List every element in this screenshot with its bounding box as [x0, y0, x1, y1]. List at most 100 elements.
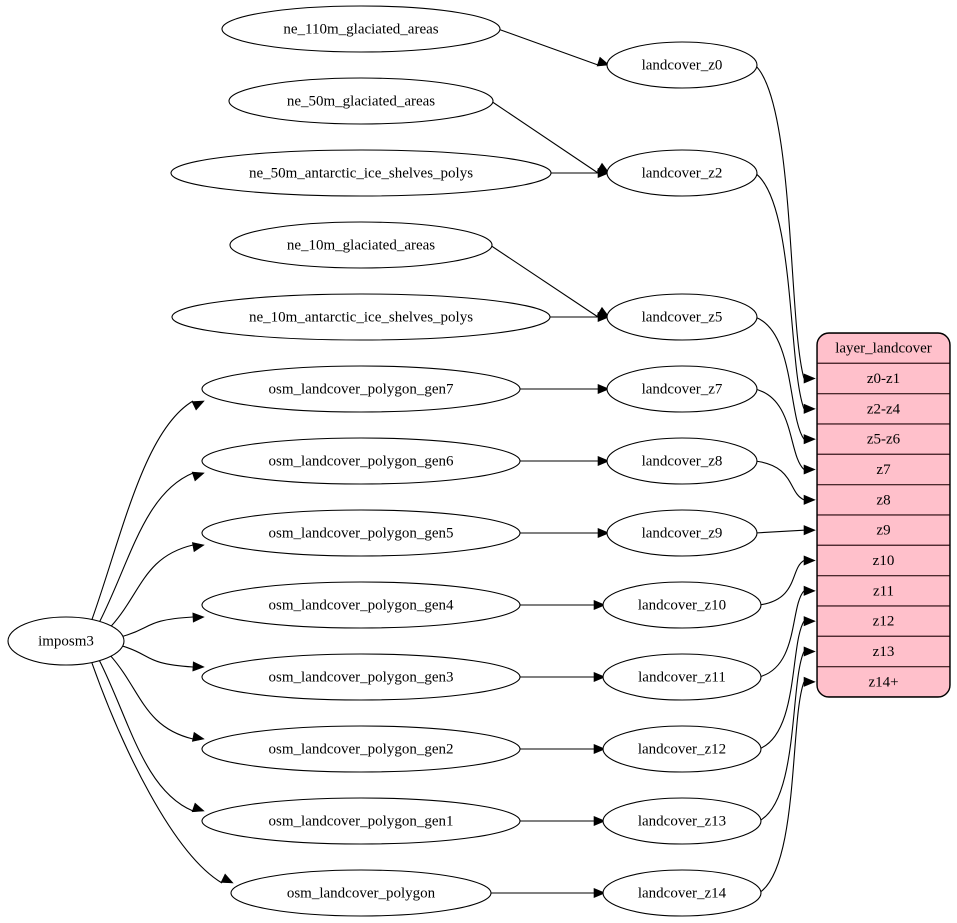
table-row-z12[interactable] [817, 605, 950, 637]
edge-arrowhead [803, 676, 816, 687]
input-node-ellipse [201, 725, 521, 773]
input-node-ellipse [228, 77, 494, 125]
layer-node-ellipse [602, 581, 762, 629]
edge-arrowhead [593, 599, 606, 611]
edge-arrowhead [597, 527, 610, 539]
edge-line [122, 616, 194, 637]
node-landcover_z5[interactable]: landcover_z5 [606, 293, 758, 341]
edge-line [758, 681, 805, 894]
edge-line [754, 172, 805, 410]
edge-line [91, 662, 223, 884]
edge-line [754, 316, 805, 440]
node-landcover_z14[interactable]: landcover_z14 [602, 869, 762, 917]
edge-arrowhead [803, 464, 816, 475]
table-row-z7[interactable] [817, 453, 950, 486]
edge-arrowhead [192, 612, 205, 623]
edge-line [758, 590, 805, 678]
edge-arrowhead [191, 731, 205, 742]
node-ne_50m_glaciated_areas[interactable]: ne_50m_glaciated_areas [228, 77, 494, 125]
source-node-ellipse [7, 616, 125, 666]
edge-arrowhead [593, 671, 606, 683]
node-landcover_z10[interactable]: landcover_z10 [602, 581, 762, 629]
edge-line [758, 651, 805, 822]
layer-node-ellipse [602, 869, 762, 917]
node-osm_landcover_polygon_gen2[interactable]: osm_landcover_polygon_gen2 [201, 725, 521, 773]
edge-arrowhead [803, 373, 816, 384]
edge-arrowhead [593, 815, 606, 827]
edge-arrowhead [597, 311, 610, 323]
edge-line [490, 100, 599, 174]
node-ne_110m_glaciated_areas[interactable]: ne_110m_glaciated_areas [221, 5, 501, 53]
table-outline [816, 332, 951, 698]
edge-arrowhead [191, 542, 205, 553]
table-row-z13[interactable] [817, 635, 950, 668]
table-row-z9[interactable] [817, 514, 950, 546]
nodes-layer: ne_110m_glaciated_areas ne_50m_glaciated_… [7, 5, 762, 917]
table-row-z0-z1[interactable] [817, 362, 950, 395]
layer-node-ellipse [606, 41, 758, 89]
input-node-ellipse [170, 149, 552, 197]
edge-arrowhead [803, 403, 816, 414]
node-osm_landcover_polygon_gen5[interactable]: osm_landcover_polygon_gen5 [201, 509, 521, 557]
node-ne_10m_antarctic_ice_shelves_polys[interactable]: ne_10m_antarctic_ice_shelves_polys [171, 293, 551, 341]
input-node-ellipse [201, 797, 521, 845]
edge-line [754, 64, 805, 379]
table-row-z14+[interactable] [817, 666, 950, 697]
edge-line [758, 560, 805, 606]
input-node-ellipse [229, 221, 493, 269]
layer-node-ellipse [602, 797, 762, 845]
edge-line [758, 620, 805, 750]
edge-arrowhead [803, 434, 816, 445]
node-landcover_z2[interactable]: landcover_z2 [606, 149, 758, 197]
node-ne_10m_glaciated_areas[interactable]: ne_10m_glaciated_areas [229, 221, 493, 269]
node-landcover_z8[interactable]: landcover_z8 [606, 437, 758, 485]
node-imposm3[interactable]: imposm3 [7, 616, 125, 666]
node-landcover_z7[interactable]: landcover_z7 [606, 365, 758, 413]
edge-line [754, 388, 805, 470]
node-osm_landcover_polygon_gen1[interactable]: osm_landcover_polygon_gen1 [201, 797, 521, 845]
node-osm_landcover_polygon_gen3[interactable]: osm_landcover_polygon_gen3 [201, 653, 521, 701]
edge-arrowhead [220, 873, 234, 884]
table-row-z2-z4[interactable] [817, 393, 950, 425]
table-header-cell[interactable] [817, 333, 950, 364]
node-landcover_z9[interactable]: landcover_z9 [606, 509, 758, 557]
edge-arrowhead [192, 661, 205, 672]
node-ne_50m_antarctic_ice_shelves_polys[interactable]: ne_50m_antarctic_ice_shelves_polys [170, 149, 552, 197]
edge-arrowhead [191, 471, 205, 482]
node-landcover_z12[interactable]: landcover_z12 [602, 725, 762, 773]
node-landcover_z0[interactable]: landcover_z0 [606, 41, 758, 89]
edges-layer [91, 28, 816, 899]
layer-node-ellipse [606, 437, 758, 485]
input-node-ellipse [201, 365, 521, 413]
edge-line [754, 460, 805, 501]
edge-line [98, 660, 194, 812]
edge-line [754, 529, 805, 534]
edge-arrowhead [593, 887, 606, 899]
edge-line [91, 400, 194, 620]
table-row-z8[interactable] [817, 484, 950, 516]
edge-line [122, 645, 194, 668]
edge-arrowhead [803, 555, 816, 566]
node-landcover_z11[interactable]: landcover_z11 [602, 653, 762, 701]
node-osm_landcover_polygon_gen4[interactable]: osm_landcover_polygon_gen4 [201, 581, 521, 629]
edge-line [110, 544, 194, 627]
edge-arrowhead [597, 383, 610, 395]
edge-arrowhead [191, 802, 205, 813]
layer-node-ellipse [602, 653, 762, 701]
table-row-z10[interactable] [817, 544, 950, 577]
node-landcover_z13[interactable]: landcover_z13 [602, 797, 762, 845]
layer-landcover-table[interactable]: layer_landcoverz0-z1z2-z4z5-z6z7z8z9z10z… [816, 332, 951, 698]
edge-arrowhead [803, 585, 816, 596]
edge-arrowhead [597, 455, 610, 467]
edge-line [489, 244, 599, 318]
table-row-z11[interactable] [817, 575, 950, 607]
node-osm_landcover_polygon_gen6[interactable]: osm_landcover_polygon_gen6 [201, 437, 521, 485]
edge-arrowhead [803, 525, 816, 536]
table-row-z5-z6[interactable] [817, 423, 950, 455]
edge-arrowhead [803, 616, 816, 627]
node-osm_landcover_polygon_gen7[interactable]: osm_landcover_polygon_gen7 [201, 365, 521, 413]
input-node-ellipse [201, 509, 521, 557]
node-osm_landcover_polygon[interactable]: osm_landcover_polygon [230, 869, 492, 917]
edge-arrowhead [803, 494, 816, 505]
